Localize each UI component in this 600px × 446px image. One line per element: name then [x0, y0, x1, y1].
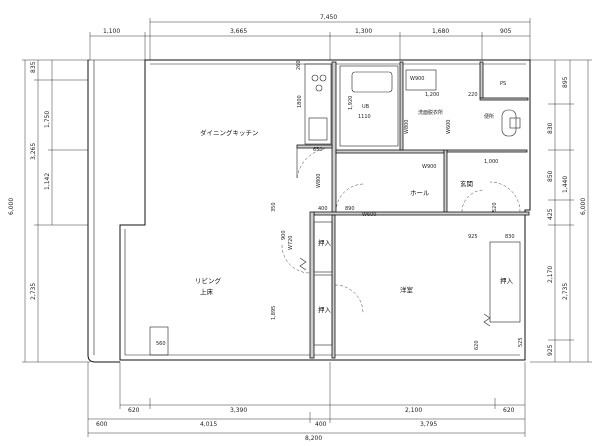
bottom-dimensions: 620 3,390 2,100 620 600 4,015 400 3,795 …	[87, 362, 526, 442]
room-western: 洋室	[400, 285, 414, 294]
dim-right-outer: 6,000	[580, 198, 587, 215]
closets	[299, 221, 521, 346]
dim-890: 890	[345, 206, 355, 212]
room-living-sub: 上床	[200, 287, 214, 296]
dim-right-5: 2,170	[547, 266, 554, 283]
dim-top-seg-2: 1,300	[355, 28, 372, 35]
sink-width: W900	[410, 76, 425, 82]
toilet: PS 便所 1,000	[484, 81, 521, 165]
door-w900: W900	[422, 164, 437, 170]
dim-bottom2-0: 600	[96, 421, 108, 428]
bathroom: UB 1110 1,920	[339, 65, 399, 147]
door-w720: W720	[288, 236, 294, 251]
top-dimensions: 7,450 1,100 3,665 1,300 1,680 905	[89, 14, 531, 60]
wash-door-b: W600	[446, 120, 452, 135]
dim-top-seg-3: 1,680	[432, 28, 449, 35]
door-w600: W600	[362, 212, 377, 218]
ub-label: UB	[362, 104, 370, 110]
wash-dim-220: 220	[468, 92, 478, 98]
dim-left-3: 1,142	[44, 173, 51, 190]
room-closet3: 押入	[500, 276, 514, 285]
dim-520: 520	[492, 202, 498, 212]
kitchen-dim-650: 650	[313, 147, 323, 153]
wash-door-a: W800	[404, 120, 410, 135]
dim-1895: 1,895	[271, 306, 277, 320]
dim-top-seg-1: 3,665	[230, 28, 247, 35]
kitchen-fixtures: 1800 650	[297, 63, 332, 153]
door-w800: W800	[316, 174, 322, 189]
outer-walls	[87, 59, 531, 363]
dim-top-total: 7,450	[320, 14, 337, 21]
dim-left-1: 3,265	[30, 143, 37, 160]
ps-label: PS	[500, 81, 506, 87]
room-hall: ホール	[410, 189, 430, 197]
dim-right-2: 850	[547, 170, 554, 182]
dim-560: 560	[156, 341, 166, 347]
room-closet2: 押入	[318, 305, 332, 314]
dim-350: 350	[271, 202, 277, 212]
room-living: リビング	[195, 276, 222, 285]
dim-bottom1-1: 3,390	[230, 407, 247, 414]
dim-260: 260	[296, 60, 302, 70]
dim-bottom1-0: 620	[128, 407, 140, 414]
left-dimensions: 6,000 835 3,265 2,735 1,750 1,142	[8, 59, 90, 363]
kitchen-dim-1800: 1800	[297, 95, 303, 108]
doors: W800 W720 W600 W900	[281, 147, 521, 314]
room-dk: ダイニングキッチン	[200, 128, 259, 137]
dim-right-3: 1,440	[562, 176, 569, 193]
room-labels: ダイニングキッチン ホール 玄関 押入 押入 押入 リビング 上床 洋室	[195, 128, 514, 314]
dim-bottom2-1: 4,015	[200, 421, 217, 428]
dim-620: 620	[474, 340, 480, 350]
dim-top-seg-4: 905	[500, 28, 512, 35]
toilet-dim: 1,000	[484, 159, 498, 165]
dim-right-6: 2,735	[562, 283, 569, 300]
dim-left-4: 2,735	[30, 283, 37, 300]
dim-right-1: 830	[547, 122, 554, 134]
room-closet1: 押入	[318, 238, 332, 247]
dim-right-7: 925	[547, 344, 554, 356]
dim-925: 925	[468, 234, 478, 240]
ub-width: 1110	[358, 114, 371, 120]
toilet-label: 便所	[484, 113, 494, 120]
dim-900: 900	[281, 230, 287, 240]
misc-annotations: 400 890 925 830 900 350 1,895 620 560 52…	[149, 60, 524, 356]
dim-right-0: 895	[562, 76, 569, 88]
dim-bottom-total: 8,200	[305, 435, 322, 442]
interior-walls	[296, 61, 530, 359]
dim-bottom1-2: 2,100	[405, 407, 422, 414]
dim-left-outer: 6,000	[8, 198, 15, 215]
dim-left-2: 1,750	[44, 111, 51, 128]
dim-left-0: 835	[30, 61, 37, 73]
dim-bottom2-2: 400	[315, 421, 327, 428]
wash-label: 洗面脱衣所	[418, 109, 443, 116]
dim-525: 525	[518, 337, 524, 347]
right-dimensions: 6,000 895 830 850 1,440 425 2,170 2,735 …	[530, 59, 592, 363]
ub-height: 1,920	[348, 96, 354, 110]
dim-top-seg-0: 1,100	[103, 28, 120, 35]
dim-400: 400	[318, 206, 328, 212]
dim-bottom1-3: 620	[503, 407, 515, 414]
wash-width: 1,200	[425, 92, 439, 98]
room-entry: 玄関	[460, 179, 473, 188]
dim-bottom2-3: 3,795	[420, 421, 437, 428]
dim-830: 830	[505, 234, 515, 240]
washroom: W900 1,200 洗面脱衣所 W800 W600 220	[404, 69, 478, 135]
dim-right-4: 425	[547, 208, 554, 220]
